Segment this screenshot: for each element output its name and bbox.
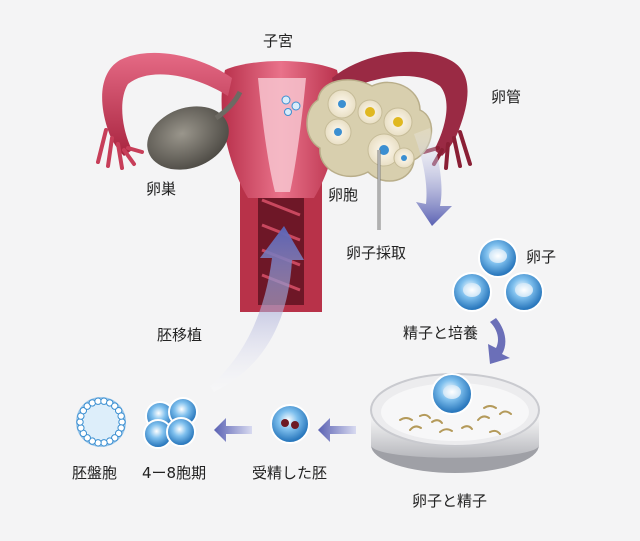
arrow-to-fertilized — [318, 418, 356, 442]
label-follicle: 卵胞 — [328, 186, 359, 204]
blastocyst-cell — [77, 424, 85, 432]
label-sperm-and-culture: 精子と培養 — [403, 324, 479, 342]
blastocyst-cell — [88, 437, 96, 445]
blastocyst — [76, 397, 126, 447]
label-blastocyst: 胚盤胞 — [72, 464, 118, 482]
blastocyst-cell — [111, 402, 119, 410]
label-egg-retrieval: 卵子採取 — [346, 244, 407, 262]
blastocyst-cell — [106, 399, 114, 407]
label-egg: 卵子 — [526, 248, 557, 266]
blastocyst-cell — [76, 418, 84, 426]
label-uterus: 子宮 — [263, 32, 294, 50]
blastocyst-cell — [79, 406, 88, 415]
arrow-to-egg — [414, 128, 452, 226]
embryo-transfer-arrow — [210, 226, 304, 392]
label-egg-and-sperm: 卵子と精子 — [412, 492, 488, 510]
arrow-to-cleavage — [214, 418, 252, 442]
blastocyst-cell — [83, 434, 91, 442]
arrow-to-culture — [488, 318, 510, 364]
follicle-cluster — [281, 79, 433, 182]
label-embryo-transfer: 胚移植 — [157, 326, 203, 344]
blastocyst-cell — [83, 402, 91, 410]
petri-dish — [370, 373, 540, 473]
label-fertilized-embryo: 受精した胚 — [252, 464, 328, 482]
left-fallopian-tube — [102, 52, 232, 156]
fertilized-embryo — [270, 404, 310, 444]
label-ovary: 卵巣 — [146, 180, 177, 198]
ovary — [147, 106, 229, 170]
label-four-to-eight-cell: 4ー8胞期 — [142, 464, 207, 482]
egg-cells — [452, 238, 544, 312]
right-fallopian-tube — [332, 51, 468, 156]
blastocyst-cell — [118, 418, 126, 426]
blastocyst-cell — [100, 439, 108, 447]
blastocyst-cell — [94, 397, 102, 405]
blastocyst-cell — [114, 429, 123, 438]
uterus-illustration — [96, 51, 472, 312]
cleavage-embryo — [143, 397, 198, 449]
blastocyst-cell — [111, 434, 119, 442]
blastocyst-cell — [117, 412, 125, 420]
label-fallopian-tube: 卵管 — [491, 88, 522, 106]
